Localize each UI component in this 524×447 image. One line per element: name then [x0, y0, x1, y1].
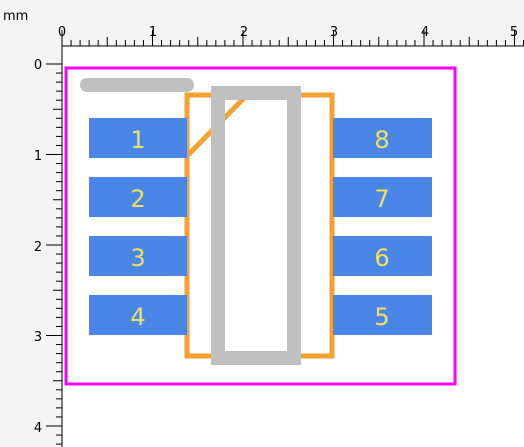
- left-tick-label-3: 3: [34, 330, 42, 345]
- pad-3[interactable]: [89, 236, 187, 276]
- pad-2-label: 2: [130, 185, 145, 213]
- pad-6[interactable]: [333, 236, 432, 276]
- top-tick-label-3: 3: [330, 25, 338, 40]
- left-ruler: [0, 0, 62, 447]
- pad-1-label: 1: [130, 126, 145, 154]
- top-tick-label-4: 4: [421, 25, 429, 40]
- top-ruler: [0, 0, 524, 46]
- left-tick-label-2: 2: [34, 240, 42, 255]
- right-pads: 8 7 6 5: [333, 118, 432, 335]
- pad-7-label: 7: [374, 185, 389, 213]
- pad-1[interactable]: [89, 118, 187, 158]
- top-ruler-ticks: [61, 30, 524, 46]
- pad-2[interactable]: [89, 177, 187, 217]
- pad-8[interactable]: [333, 118, 432, 158]
- left-tick-label-1: 1: [34, 149, 42, 164]
- top-tick-label-0: 0: [58, 25, 66, 40]
- courtyard-outline: [64, 66, 457, 386]
- top-tick-label-5: 5: [510, 25, 518, 40]
- pad-5-label: 5: [374, 303, 389, 331]
- top-tick-label-1: 1: [149, 25, 157, 40]
- pad-6-label: 6: [374, 244, 389, 272]
- pad-5[interactable]: [333, 295, 432, 335]
- pad-4-label: 4: [130, 303, 145, 331]
- top-tick-label-2: 2: [240, 25, 248, 40]
- unit-label: mm: [3, 9, 28, 24]
- pad-3-label: 3: [130, 244, 145, 272]
- left-tick-label-4: 4: [34, 421, 42, 436]
- pad-7[interactable]: [333, 177, 432, 217]
- silkscreen-body: [211, 86, 301, 365]
- pad-4[interactable]: [89, 295, 187, 335]
- left-pads: 1 2 3 4: [89, 118, 187, 335]
- left-tick-label-0: 0: [34, 58, 42, 73]
- pad-8-label: 8: [374, 126, 389, 154]
- left-ruler-ticks: [46, 63, 62, 445]
